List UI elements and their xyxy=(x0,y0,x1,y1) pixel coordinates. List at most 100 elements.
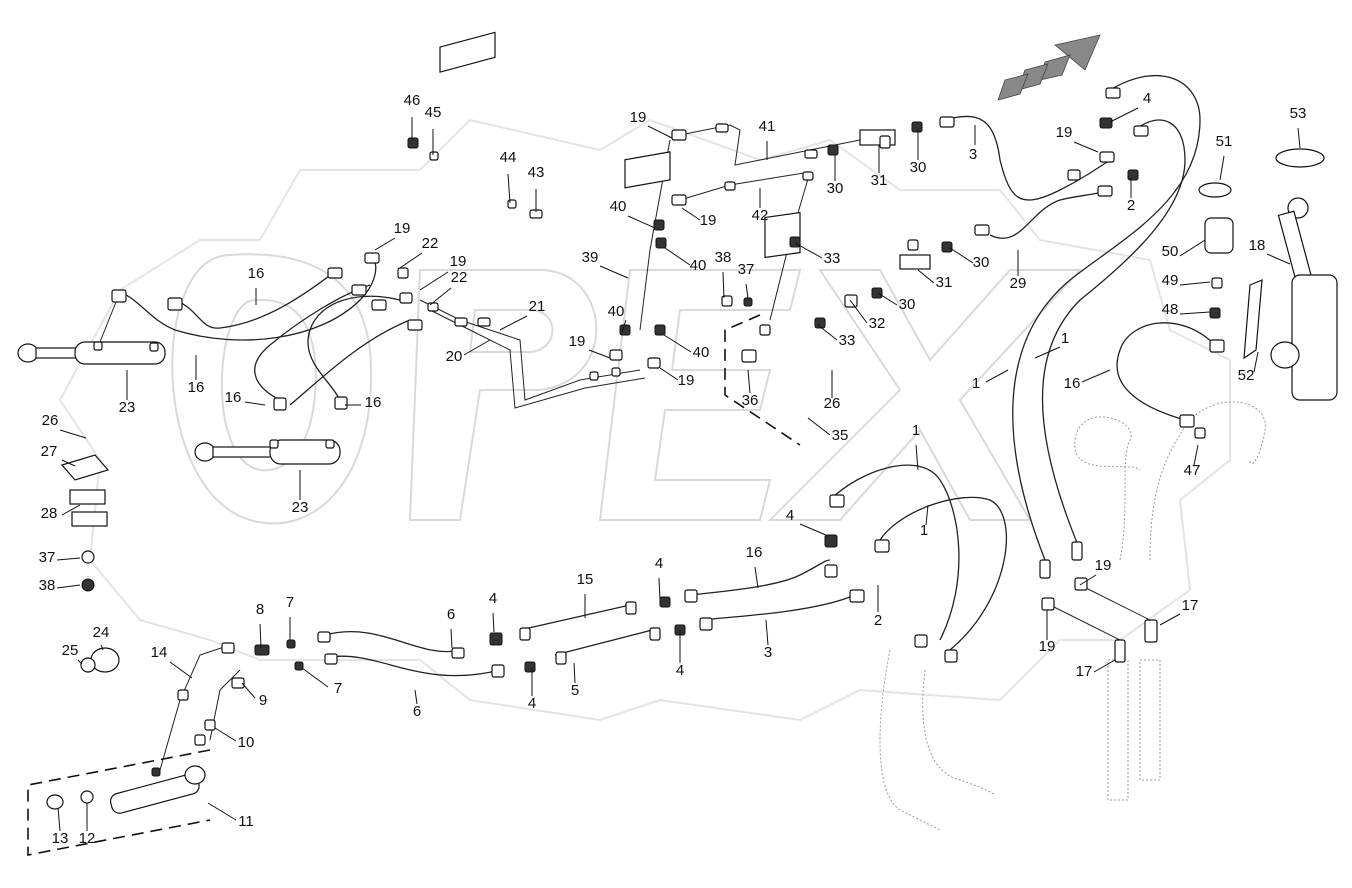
fitting-3 xyxy=(364,252,380,264)
callout-c19d: 19 xyxy=(450,253,467,270)
fitting-22 xyxy=(911,121,923,133)
leader-c32 xyxy=(849,299,868,324)
fitting-8 xyxy=(407,319,423,331)
fitting-56 xyxy=(1209,339,1225,353)
callout-c38b: 38 xyxy=(39,577,56,594)
cylinder-23-lower xyxy=(194,439,341,465)
nut-38-left xyxy=(81,578,95,592)
leader-c22a xyxy=(399,252,423,269)
cylinder-23-upper xyxy=(17,291,166,365)
leader-c5 xyxy=(573,662,576,684)
callout-c8: 8 xyxy=(256,601,264,618)
fitting-28 xyxy=(879,135,891,149)
watermark xyxy=(58,118,1231,722)
fitting-59 xyxy=(1209,307,1221,319)
callout-c23a: 23 xyxy=(119,399,136,416)
group-box-11 xyxy=(27,749,211,856)
fitting-53 xyxy=(1133,125,1149,137)
callout-c5: 5 xyxy=(571,682,579,699)
fitting-55 xyxy=(1071,541,1083,561)
callout-c40d: 40 xyxy=(693,344,710,361)
callout-c51: 51 xyxy=(1216,133,1233,150)
callout-c19g: 19 xyxy=(1056,124,1073,141)
fitting-11 xyxy=(477,317,491,327)
callout-c24: 24 xyxy=(93,624,110,641)
fitting-49 xyxy=(1099,151,1115,163)
callout-c7b: 7 xyxy=(334,680,342,697)
leader-c49 xyxy=(1179,281,1211,286)
clamp-51 xyxy=(1198,182,1232,198)
fitting-79 xyxy=(324,653,338,665)
leader-c1a xyxy=(915,444,919,471)
callout-c14: 14 xyxy=(151,644,168,661)
fitting-96 xyxy=(429,151,439,161)
fitting-5 xyxy=(351,284,367,296)
leader-c33a xyxy=(794,242,823,259)
forward-arrow-icon xyxy=(997,34,1101,101)
fitting-61 xyxy=(824,534,838,548)
clamp-28-lower xyxy=(71,511,108,527)
fitting-82 xyxy=(254,644,270,656)
callout-c19e: 19 xyxy=(569,333,586,350)
fitting-64 xyxy=(824,564,838,578)
fitting-35 xyxy=(759,324,771,336)
fitting-17 xyxy=(325,439,335,449)
fitting-69 xyxy=(699,617,713,631)
callout-c19b: 19 xyxy=(700,212,717,229)
callout-c3a: 3 xyxy=(969,146,977,163)
leader-c38a xyxy=(722,271,725,299)
fitting-38 xyxy=(743,297,753,307)
clamp-plate-27 xyxy=(60,454,110,481)
fitting-88 xyxy=(194,734,206,746)
callout-c37a: 37 xyxy=(738,261,755,278)
fitting-74 xyxy=(491,664,505,678)
callout-c6a: 6 xyxy=(447,606,455,623)
fitting-10 xyxy=(454,317,468,327)
callout-c20: 20 xyxy=(446,348,463,365)
leader-c19d xyxy=(419,271,449,291)
leader-c17b xyxy=(1093,659,1116,673)
fitting-71 xyxy=(649,627,661,641)
fitting-85 xyxy=(151,767,161,777)
leader-c44 xyxy=(507,173,511,204)
fitting-72 xyxy=(519,627,531,641)
fitting-87 xyxy=(204,719,216,731)
callout-c6b: 6 xyxy=(413,703,421,720)
callout-c19a: 19 xyxy=(630,109,647,126)
fitting-15 xyxy=(149,342,159,352)
washer-37-left xyxy=(81,550,95,564)
leader-c19h xyxy=(1079,574,1097,586)
callout-c33a: 33 xyxy=(824,250,841,267)
callout-c33b: 33 xyxy=(839,332,856,349)
callout-c39: 39 xyxy=(582,249,599,266)
leader-c47 xyxy=(1193,444,1199,466)
leader-c28 xyxy=(61,504,81,516)
leader-lines xyxy=(56,107,1301,832)
fitting-42 xyxy=(654,324,666,336)
fitting-90 xyxy=(944,649,958,663)
leader-c4b xyxy=(799,523,829,537)
callout-c23b: 23 xyxy=(292,499,309,516)
fitting-86 xyxy=(231,677,245,689)
leader-c19a xyxy=(647,125,673,139)
fitting-65 xyxy=(849,589,865,603)
fitting-37 xyxy=(721,295,733,307)
leader-c39 xyxy=(599,265,629,279)
leader-c36 xyxy=(747,369,751,394)
callout-c1d: 1 xyxy=(972,375,980,392)
fitting-80 xyxy=(294,661,304,671)
fitting-7 xyxy=(399,292,413,304)
leader-c33b xyxy=(817,324,838,341)
leader-c19c xyxy=(374,237,396,251)
clamp-28-upper xyxy=(69,489,106,505)
leader-c48 xyxy=(1179,311,1211,315)
fitting-62 xyxy=(829,494,845,508)
leader-c27 xyxy=(61,459,76,467)
valve-block-39 xyxy=(624,151,671,189)
leader-c16c xyxy=(244,401,266,406)
callout-c9: 9 xyxy=(259,692,267,709)
callout-c16f: 16 xyxy=(1064,375,1081,392)
leader-c10 xyxy=(214,727,237,742)
callout-c25: 25 xyxy=(62,642,79,659)
callout-c28: 28 xyxy=(41,505,58,522)
